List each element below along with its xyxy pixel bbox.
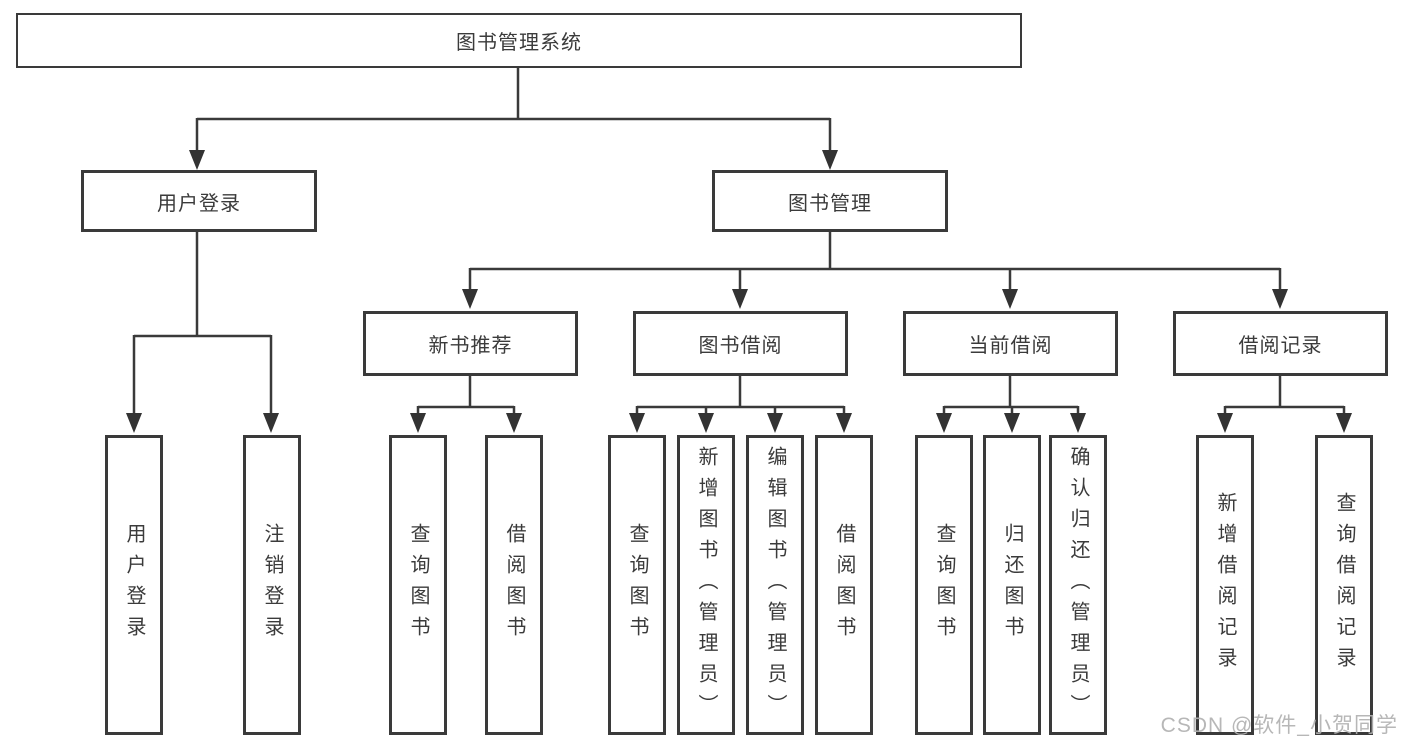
leaf-confirm-return-admin: 确认归还（管理员） — [1049, 435, 1107, 735]
leaf-query-books-current: 查询图书 — [915, 435, 973, 735]
leaf-edit-book-admin: 编辑图书（管理员） — [746, 435, 804, 735]
node-label: 图书管理 — [788, 192, 872, 215]
node-label: 借阅记录 — [1238, 335, 1323, 357]
leaf-return-books: 归还图书 — [983, 435, 1041, 735]
node-book-management: 图书管理 — [712, 170, 948, 232]
node-label: 新增借阅记录 — [1214, 492, 1236, 678]
node-label: 查询图书 — [407, 523, 429, 647]
node-label: 查询图书 — [626, 523, 648, 647]
leaf-add-book-admin: 新增图书（管理员） — [677, 435, 735, 735]
node-label: 当前借阅 — [968, 335, 1053, 357]
node-current-borrowing: 当前借阅 — [903, 311, 1118, 376]
node-label: 图书管理系统 — [456, 32, 582, 54]
leaf-logout: 注销登录 — [243, 435, 301, 735]
leaf-query-borrow-record: 查询借阅记录 — [1315, 435, 1373, 735]
leaf-add-borrow-record: 新增借阅记录 — [1196, 435, 1254, 735]
node-label: 借阅图书 — [503, 523, 525, 647]
node-label: 编辑图书（管理员） — [764, 445, 786, 725]
leaf-query-books-borrow: 查询图书 — [608, 435, 666, 735]
node-label: 新增图书（管理员） — [695, 445, 717, 725]
node-borrowing-records: 借阅记录 — [1173, 311, 1388, 376]
node-label: 查询借阅记录 — [1333, 492, 1355, 678]
node-label: 图书借阅 — [698, 335, 783, 357]
node-book-borrowing: 图书借阅 — [633, 311, 848, 376]
node-label: 归还图书 — [1001, 523, 1023, 647]
node-label: 确认归还（管理员） — [1067, 445, 1089, 725]
node-label: 查询图书 — [933, 523, 955, 647]
node-label: 注销登录 — [261, 523, 283, 647]
arrowheads — [126, 150, 1352, 433]
node-new-book-recommendation: 新书推荐 — [363, 311, 578, 376]
node-library-management-system: 图书管理系统 — [16, 13, 1022, 68]
node-label: 用户登录 — [123, 523, 145, 647]
node-user-login: 用户登录 — [81, 170, 317, 232]
node-label: 用户登录 — [157, 192, 241, 215]
node-label: 新书推荐 — [428, 335, 513, 357]
leaf-query-books-recommend: 查询图书 — [389, 435, 447, 735]
csdn-watermark: CSDN @软件_小贺同学 — [1160, 714, 1398, 737]
leaf-borrow-books: 借阅图书 — [815, 435, 873, 735]
leaf-borrow-books-recommend: 借阅图书 — [485, 435, 543, 735]
node-label: 借阅图书 — [833, 523, 855, 647]
leaf-user-login: 用户登录 — [105, 435, 163, 735]
